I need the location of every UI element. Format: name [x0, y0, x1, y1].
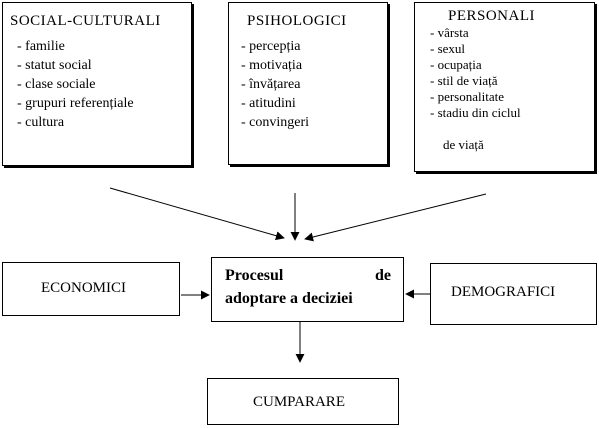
- social-cultural-title: SOCIAL-CULTURALI: [10, 13, 161, 29]
- list-item: - grupuri referențiale: [17, 96, 134, 111]
- personal-title: PERSONALI: [448, 8, 536, 24]
- economic-label: ECONOMICI: [41, 280, 126, 296]
- list-item: - atitudini: [241, 96, 296, 111]
- psychological-title: PSIHOLOGICI: [247, 13, 347, 29]
- list-item: - clase sociale: [17, 77, 96, 92]
- social-cultural-list: - familie - statut social - clase social…: [17, 37, 134, 132]
- psychological-box: PSIHOLOGICI - percepția - motivația - în…: [228, 2, 388, 165]
- list-item: - ocupația: [430, 57, 482, 72]
- list-item: - convingeri: [241, 115, 310, 130]
- economic-box: ECONOMICI: [2, 262, 180, 316]
- process-box: Procesul de adoptare a deciziei: [211, 257, 404, 322]
- process-word-left: Procesul: [225, 267, 284, 284]
- list-item: - cultura: [17, 115, 65, 130]
- personal-box: PERSONALI - vârsta - sexul - ocupația - …: [414, 2, 595, 172]
- list-item: - percepția: [241, 39, 301, 54]
- list-item: - învățarea: [241, 77, 301, 92]
- purchase-box: CUMPARARE: [207, 378, 399, 425]
- process-line-2: adoptare a deciziei: [225, 290, 353, 307]
- process-word-right: de: [375, 267, 391, 284]
- demographic-label: DEMOGRAFICI: [451, 284, 556, 300]
- purchase-label: CUMPARARE: [253, 394, 345, 410]
- list-item: - vârsta: [430, 25, 469, 40]
- list-item: - familie: [17, 39, 65, 54]
- psychological-list: - percepția - motivația - învățarea - at…: [241, 37, 309, 132]
- list-item: - statut social: [17, 58, 92, 73]
- list-item: - motivația: [241, 58, 303, 73]
- list-item: - sexul: [430, 41, 466, 56]
- personal-list: - vârsta - sexul - ocupația - stil de vi…: [430, 25, 521, 121]
- demographic-box: DEMOGRAFICI: [430, 263, 597, 325]
- personal-continuation: de viață: [443, 137, 484, 152]
- list-item: - stadiu din ciclul: [430, 105, 521, 120]
- arrow-personal-to-process: [304, 193, 487, 242]
- arrow-social-to-process: [109, 187, 285, 241]
- social-cultural-box: SOCIAL-CULTURALI - familie - statut soci…: [2, 2, 192, 166]
- list-item: - stil de viață: [430, 73, 498, 88]
- list-item: - personalitate: [430, 89, 504, 104]
